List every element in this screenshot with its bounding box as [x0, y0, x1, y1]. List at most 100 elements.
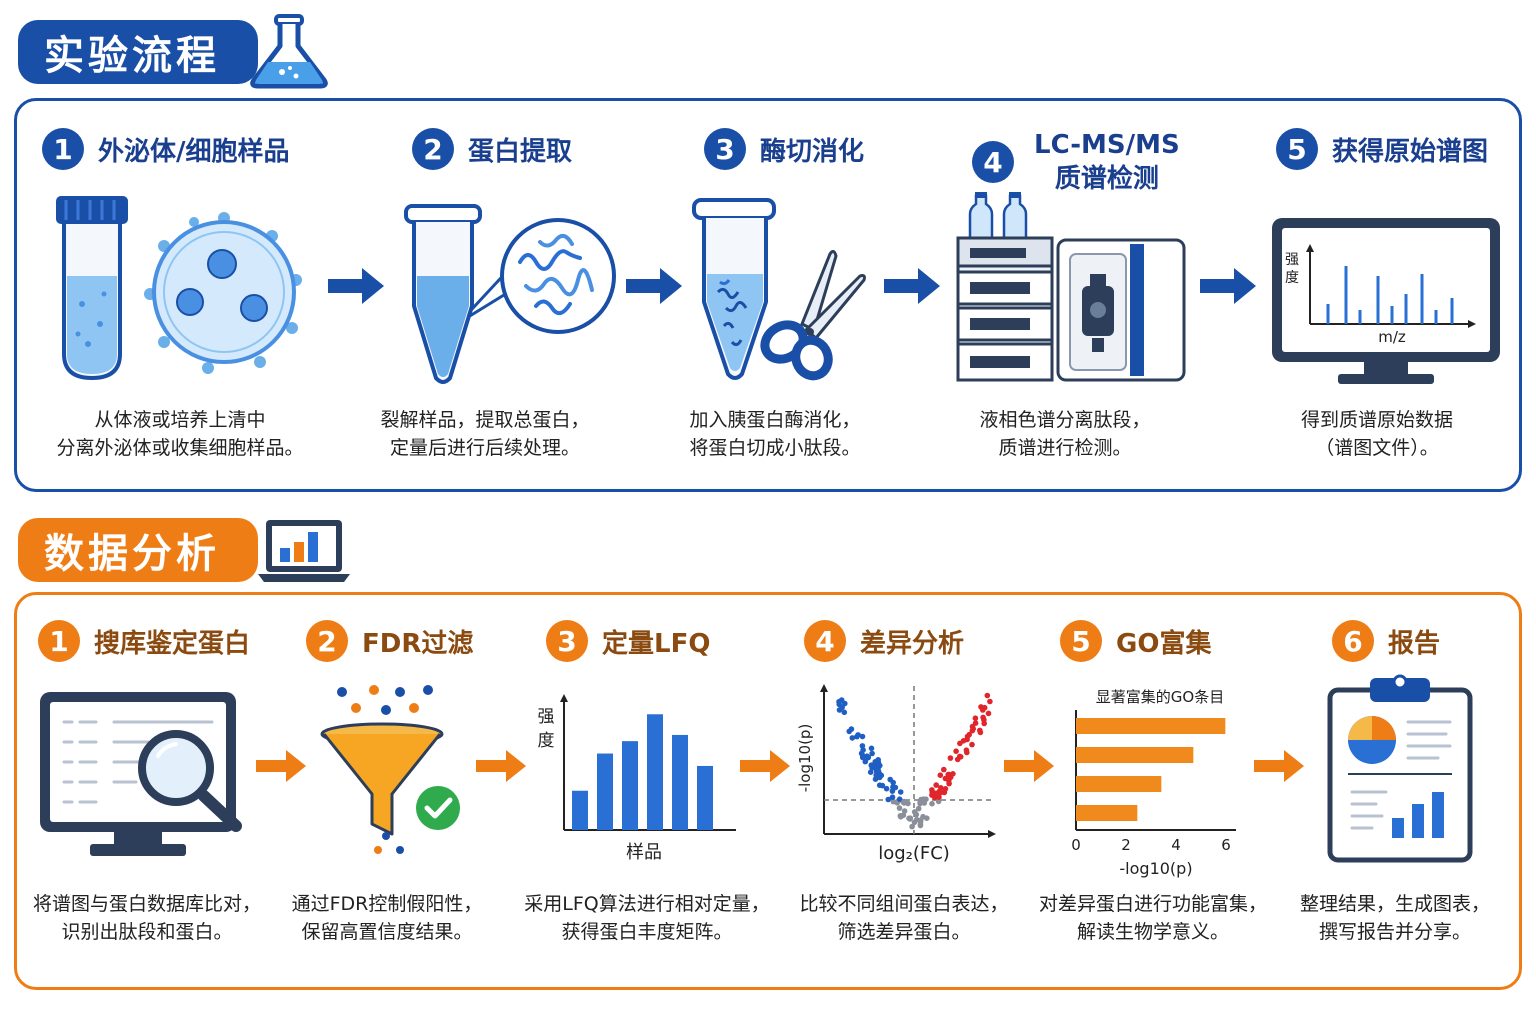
volcano-point	[875, 768, 882, 774]
ana-step-1-desc: 将谱图与蛋白数据库比对， 识别出肽段和蛋白。	[24, 890, 270, 946]
go-xlabel: -log10(p)	[1119, 859, 1192, 878]
database-search-icon	[40, 692, 242, 856]
ana-step-3-desc: 采用LFQ算法进行相对定量， 获得蛋白丰度矩阵。	[522, 890, 772, 946]
volcano-point	[969, 741, 975, 748]
volcano-point	[937, 788, 943, 794]
exp-step-4-desc: 液相色谱分离肽段， 质谱进行检测。	[930, 406, 1200, 462]
exp-step-1-desc: 从体液或培养上清中 分离外泌体或收集细胞样品。	[30, 406, 330, 462]
volcano-point	[957, 754, 964, 760]
volcano-xlabel: log₂(FC)	[878, 843, 950, 864]
volcano-point	[896, 796, 903, 802]
desc-line: 液相色谱分离肽段，	[979, 409, 1151, 431]
arrow-right-icon	[884, 268, 940, 304]
desc-line: 分离外泌体或收集细胞样品。	[56, 437, 304, 459]
volcano-point	[849, 735, 856, 741]
go-tick-label: 0	[1071, 836, 1081, 854]
lfq-ylabel-2: 度	[538, 731, 555, 751]
ana-step-6-desc: 整理结果，生成图表， 撰写报告并分享。	[1288, 890, 1502, 946]
scissors-icon	[760, 249, 866, 381]
volcano-point	[883, 785, 890, 792]
ana-step-2-header: 2 FDR过滤	[306, 620, 473, 662]
step-title: FDR过滤	[362, 628, 474, 659]
volcano-point	[936, 794, 942, 800]
volcano-point	[972, 720, 979, 726]
desc-line: 质谱进行检测。	[998, 437, 1132, 459]
step-number: 2	[412, 128, 454, 170]
step-title: LC-MS/MS 质谱检测	[1034, 128, 1180, 196]
exp-step-2-desc: 裂解样品，提取总蛋白， 定量后进行后续处理。	[340, 406, 630, 462]
lc-ms-instrument-icon	[956, 192, 1186, 382]
volcano-point	[869, 750, 875, 757]
desc-line: 比较不同组间蛋白表达，	[799, 893, 1009, 915]
centrifuge-tube-icon	[404, 204, 616, 384]
desc-line: （谱图文件）。	[1315, 437, 1439, 459]
experiment-section-tab: 实验流程	[18, 20, 258, 84]
exp-step-4-header: 4 LC-MS/MS 质谱检测	[972, 128, 1180, 196]
volcano-point	[946, 771, 952, 778]
desc-line: 撰写报告并分享。	[1318, 921, 1471, 943]
step-title: 酶切消化	[760, 136, 865, 167]
step-number: 5	[1276, 128, 1318, 170]
lfq-bar	[622, 741, 638, 830]
go-bar	[1076, 776, 1162, 792]
lfq-bar	[697, 765, 713, 830]
desc-line: 将谱图与蛋白数据库比对，	[32, 893, 261, 915]
desc-line: 识别出肽段和蛋白。	[61, 921, 233, 943]
volcano-point	[841, 709, 848, 716]
arrow-right-icon	[1254, 750, 1304, 782]
lfq-xlabel: 样品	[626, 842, 662, 863]
step-number: 1	[42, 128, 84, 170]
desc-line: 保留高置信度结果。	[301, 921, 473, 943]
exp-step-1-header: 1 外泌体/细胞样品	[42, 128, 290, 170]
volcano-point	[867, 769, 874, 775]
exp-step-3-header: 3 酶切消化	[704, 128, 864, 170]
go-bar	[1076, 805, 1138, 821]
exp-step-2-header: 2 蛋白提取	[412, 128, 572, 170]
flask-icon	[250, 14, 328, 89]
step-title-line-1: LC-MS/MS	[1034, 130, 1180, 160]
volcano-point	[896, 805, 903, 811]
experiment-section-title: 实验流程	[44, 33, 220, 79]
lfq-bar-chart: 强 度 样品	[538, 694, 736, 863]
step-number: 3	[704, 128, 746, 170]
step-number: 2	[306, 620, 348, 662]
lfq-bar	[572, 790, 588, 830]
volcano-point	[873, 772, 879, 778]
step-number: 6	[1332, 620, 1374, 662]
volcano-point	[859, 752, 866, 759]
volcano-point	[980, 714, 986, 721]
arrow-right-icon	[626, 268, 682, 304]
sample-tube-icon	[56, 196, 128, 381]
analysis-section-tab: 数据分析	[18, 518, 258, 582]
step-number: 4	[804, 620, 846, 662]
volcano-point	[862, 758, 869, 765]
volcano-point	[972, 715, 979, 721]
volcano-point	[900, 799, 907, 806]
volcano-point	[859, 733, 866, 740]
desc-line: 整理结果，生成图表，	[1299, 893, 1490, 915]
step-number: 4	[972, 141, 1014, 183]
arrow-right-icon	[256, 750, 306, 782]
step-title: 获得原始谱图	[1332, 136, 1489, 167]
desc-line: 定量后进行后续处理。	[389, 437, 580, 459]
volcano-point	[901, 808, 908, 814]
volcano-point	[977, 729, 984, 736]
volcano-point	[898, 814, 904, 820]
ana-step-6-header: 6 报告	[1332, 620, 1440, 662]
volcano-point	[839, 704, 845, 711]
spectrum-ylabel-1: 强	[1285, 252, 1299, 268]
desc-line: 从体液或培养上清中	[94, 409, 266, 431]
arrow-right-icon	[1004, 750, 1054, 782]
volcano-point	[942, 775, 949, 782]
desc-line: 加入胰蛋白酶消化，	[689, 409, 861, 431]
volcano-point	[869, 765, 875, 771]
volcano-point	[929, 800, 935, 807]
lfq-ylabel-1: 强	[538, 707, 555, 727]
volcano-point	[868, 745, 875, 752]
report-clipboard-icon	[1327, 674, 1473, 863]
ana-step-1-header: 1 搜库鉴定蛋白	[38, 620, 250, 662]
step-title: 差异分析	[860, 628, 965, 659]
arrow-right-icon	[1200, 268, 1256, 304]
desc-line: 裂解样品，提取总蛋白，	[380, 409, 590, 431]
volcano-point	[981, 720, 987, 727]
